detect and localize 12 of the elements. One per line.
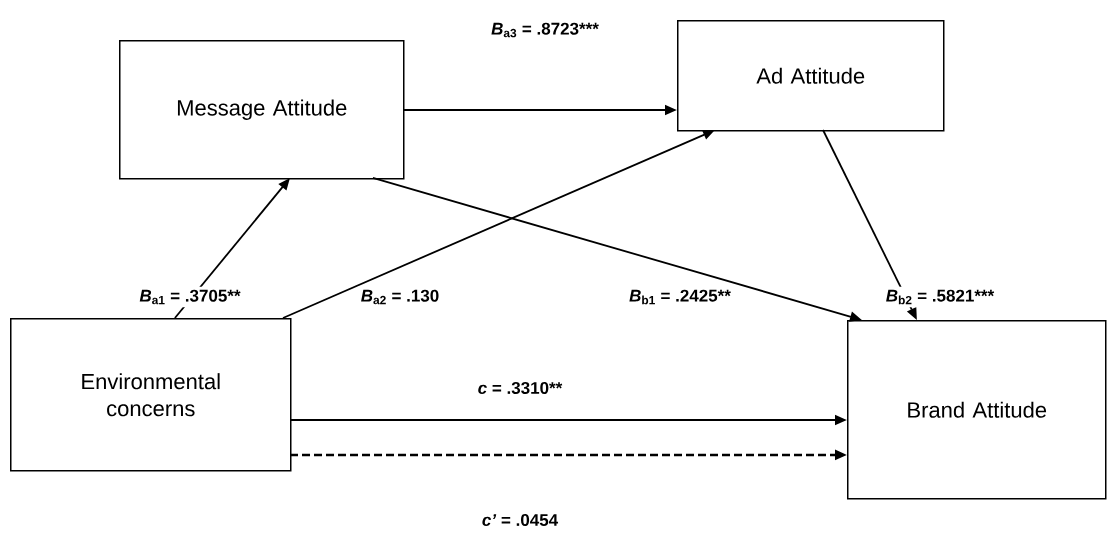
edge-label: B$_{b2}$ = .5821*** xyxy=(882,286,998,308)
concept-box: Brand Attitude xyxy=(847,320,1107,500)
edge-label: c = .3310** xyxy=(474,378,566,397)
edge-label: B$_{a3}$ = .8723*** xyxy=(488,19,602,41)
edge-label: B$_{b1}$ = .2425** xyxy=(626,286,734,308)
concept-box: Environmental concerns xyxy=(10,318,292,472)
edge-label: B$_{a2}$ = .130 xyxy=(357,286,443,308)
arrow xyxy=(174,178,290,319)
edge-label: B$_{a1}$ = .3705** xyxy=(136,286,244,308)
concept-box: Message Attitude xyxy=(119,40,405,180)
edge-label: c’ = .0454 xyxy=(478,510,562,529)
concept-box: Ad Attitude xyxy=(677,20,945,132)
